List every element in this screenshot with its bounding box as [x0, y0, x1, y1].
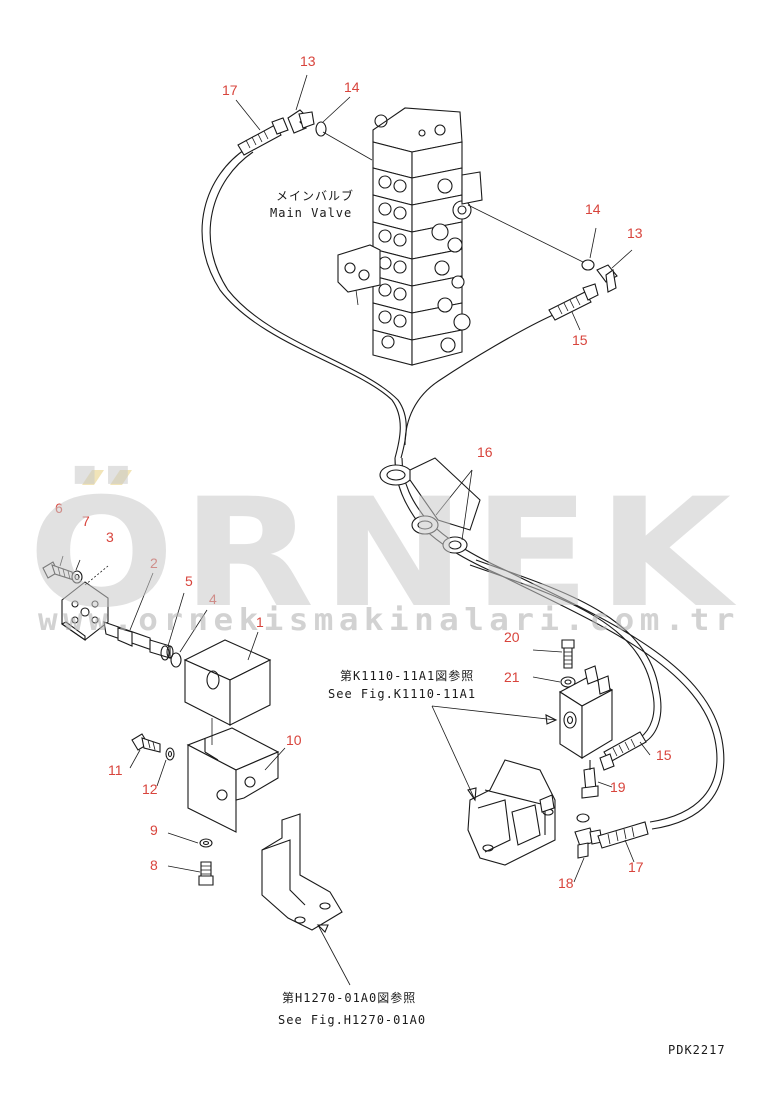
callout-15-top: 15 [572, 332, 588, 348]
stay-bracket [261, 813, 351, 986]
fitting-15-top [548, 283, 599, 321]
block-1 [183, 631, 272, 726]
mount-bracket [467, 759, 556, 866]
fitting-13-top [287, 109, 315, 134]
bolt-8 [198, 861, 214, 886]
main-valve-drawing [337, 107, 483, 366]
bracket-10 [186, 718, 286, 833]
callout-14-right: 14 [585, 201, 601, 217]
washer-9 [199, 838, 213, 848]
callout-10: 10 [286, 732, 302, 748]
o-ring-5 [160, 592, 185, 661]
fitting-15-bottom [599, 731, 647, 771]
shaft-2 [103, 572, 174, 659]
callout-6: 6 [55, 500, 63, 516]
fitting-13-right [596, 264, 618, 293]
bolt-11 [131, 733, 161, 753]
main-valve-label-jp: メインバルブ [276, 188, 354, 203]
reference-h1270-en: See Fig.H1270-01A0 [278, 1013, 426, 1027]
o-ring-14-right [581, 259, 595, 271]
ring-4 [170, 609, 208, 668]
callout-12: 12 [142, 781, 158, 797]
main-valve-label-en: Main Valve [270, 206, 352, 220]
diagram-notes: メインバルブ Main Valve 第K1110-11A1図参照 See Fig… [270, 188, 726, 1057]
callout-17-bottom: 17 [628, 859, 644, 875]
callout-19: 19 [610, 779, 626, 795]
washer-7 [71, 570, 83, 584]
washer-21 [560, 676, 576, 688]
callout-15-bottom: 15 [656, 747, 672, 763]
callout-14-top: 14 [344, 79, 360, 95]
callout-9: 9 [150, 822, 158, 838]
callout-7: 7 [82, 513, 90, 529]
callout-1: 1 [256, 614, 264, 630]
reference-k1110-en: See Fig.K1110-11A1 [328, 687, 476, 701]
callout-13-top: 13 [300, 53, 316, 69]
drawing-code: PDK2217 [668, 1043, 726, 1057]
callout-18: 18 [558, 875, 574, 891]
elbow-18 [574, 827, 603, 859]
callout-5: 5 [185, 573, 193, 589]
o-ring-19 [576, 813, 590, 823]
washer-12 [165, 747, 175, 761]
callout-labels: 13 14 17 14 13 15 16 6 7 3 2 5 4 1 10 11… [55, 53, 672, 891]
o-ring-14-top [315, 121, 327, 137]
callout-8: 8 [150, 857, 158, 873]
reference-leaders-k1110 [431, 705, 558, 802]
fitting-17-bottom [597, 821, 649, 849]
callout-4: 4 [209, 591, 217, 607]
callout-17-top: 17 [222, 82, 238, 98]
callout-21: 21 [504, 669, 520, 685]
callout-13-right: 13 [627, 225, 643, 241]
hose-lines [201, 131, 725, 830]
bolt-20 [561, 639, 575, 669]
fitting-17-top [237, 117, 289, 156]
reference-h1270-jp: 第H1270-01A0図参照 [282, 990, 416, 1005]
plate-3 [60, 565, 109, 642]
callout-2: 2 [150, 555, 158, 571]
bolt-6 [42, 561, 75, 581]
clamp-16 [379, 457, 481, 554]
valve-block [558, 665, 614, 760]
callout-20: 20 [504, 629, 520, 645]
callout-11: 11 [108, 762, 123, 778]
callout-16: 16 [477, 444, 493, 460]
callout-leaders [59, 74, 651, 883]
callout-3: 3 [106, 529, 114, 545]
reference-k1110-jp: 第K1110-11A1図参照 [340, 668, 474, 683]
fitting-19 [581, 760, 599, 799]
